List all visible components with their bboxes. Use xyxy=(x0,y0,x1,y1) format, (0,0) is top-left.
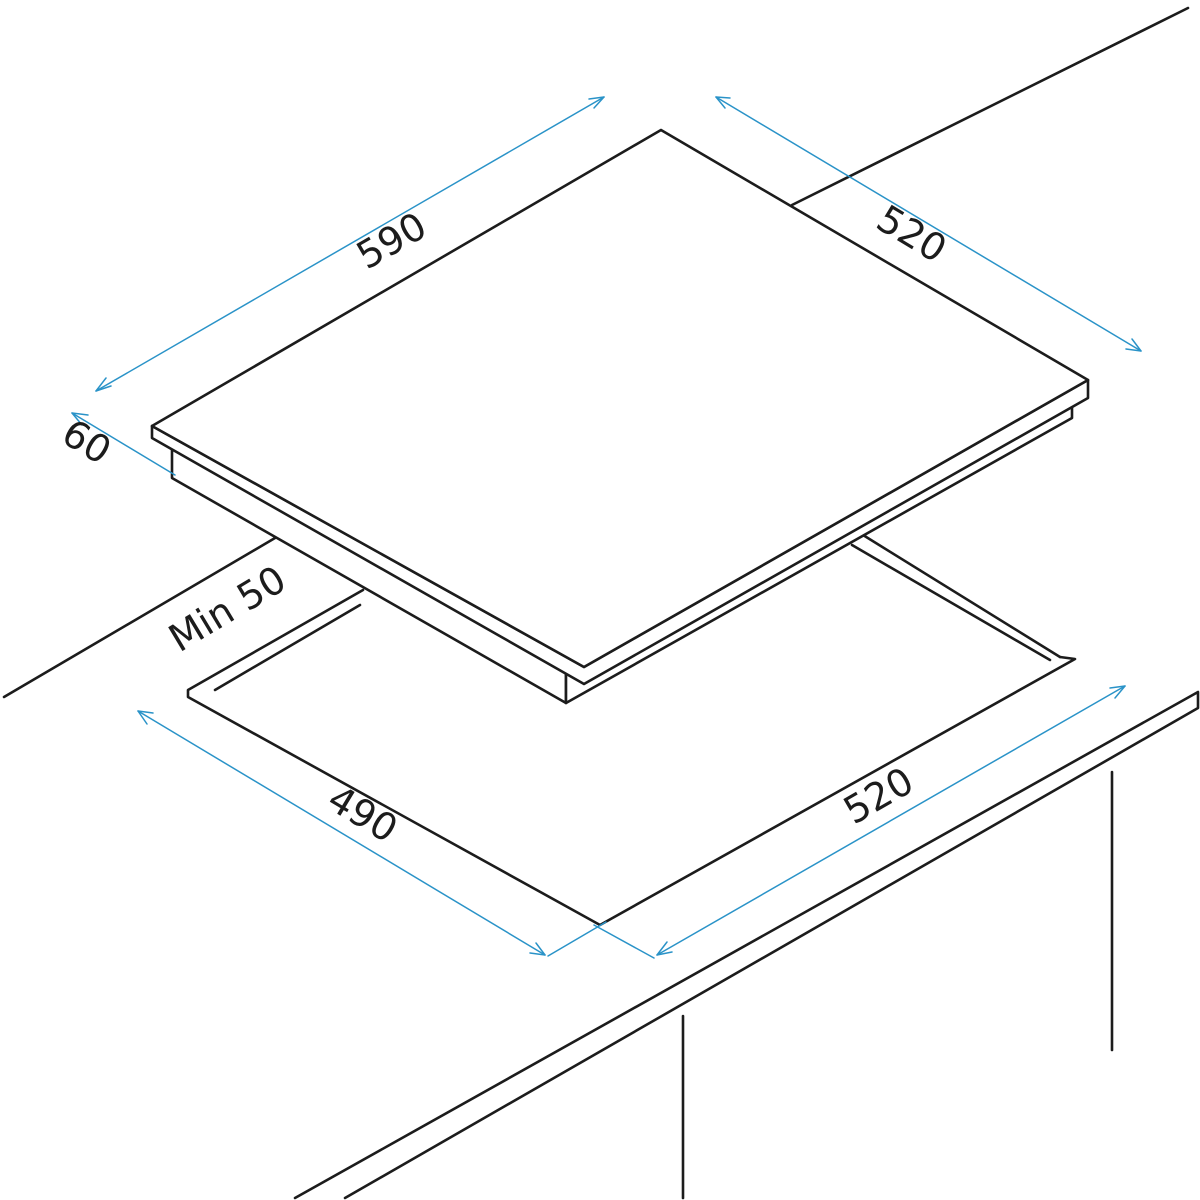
dim-590 xyxy=(95,96,605,392)
dim-490 xyxy=(137,710,546,956)
extension-line-cutout-corner xyxy=(547,921,607,957)
hob-glass-top xyxy=(150,128,1090,686)
dim-60 xyxy=(71,412,176,476)
worktop-back-edge xyxy=(790,6,1190,207)
label-min-clearance: Min 50 xyxy=(161,557,293,661)
label-hob-height: 60 xyxy=(55,411,119,474)
cutout-inner-edge-right-2 xyxy=(850,543,1052,662)
worktop-left-edge xyxy=(2,536,277,699)
cutout-opening xyxy=(186,533,1077,927)
label-cutout-width: 490 xyxy=(320,776,405,851)
dim-520-bottom xyxy=(656,685,1126,956)
hob-glass-surface xyxy=(150,128,1090,669)
cutout-inner-edge xyxy=(213,603,362,692)
dimension-lines xyxy=(71,96,1142,959)
dim-520-top xyxy=(715,96,1142,352)
cutout-inner-edge-right xyxy=(861,533,1062,659)
worktop-front-edge xyxy=(293,690,1200,1200)
label-hob-width: 590 xyxy=(349,204,434,278)
cutout-outline xyxy=(186,588,1077,927)
worktop xyxy=(2,6,1200,1200)
label-cutout-depth: 520 xyxy=(836,759,921,833)
extension-line-cutout-corner-2 xyxy=(593,924,655,959)
